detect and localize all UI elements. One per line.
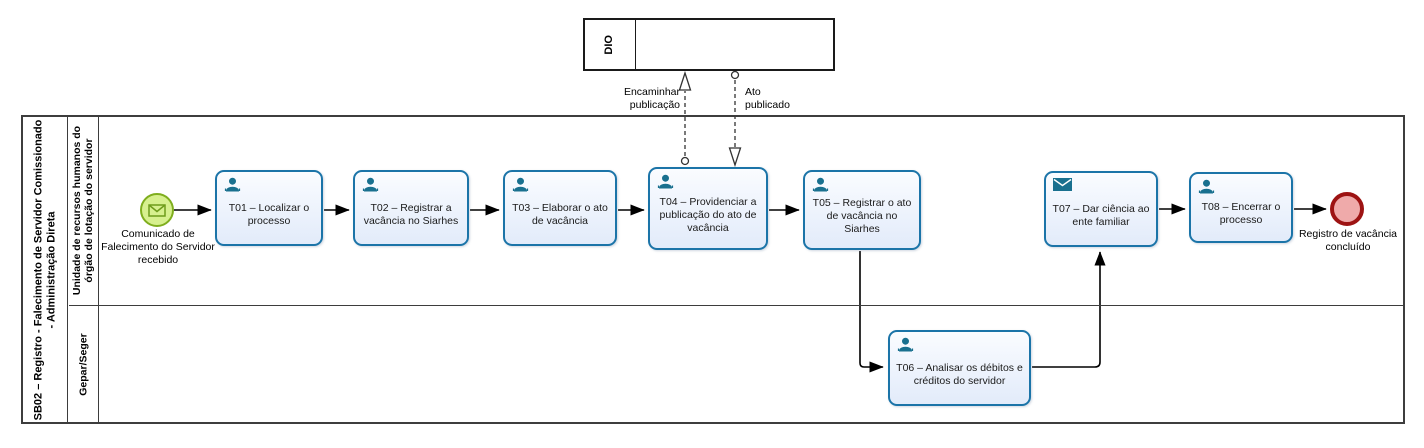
task-label: T02 – Registrar a vacância no Siarhes [363,201,459,227]
start-event-label: Comunicado de Falecimento do Servidor re… [101,228,215,266]
task-label: T08 – Encerrar o processo [1201,201,1281,226]
flow-t05-t06 [859,251,884,373]
task-t03[interactable]: T03 – Elaborar o ato de vacância [503,170,617,246]
flow-t06-t07 [1032,251,1106,368]
lane-label-rh: Unidade de recursos humanos do órgão de … [70,125,95,296]
task-t02[interactable]: T02 – Registrar a vacância no Siarhes [353,170,469,246]
message-start-icon [148,203,166,217]
send-task-icon [1053,178,1072,196]
task-t08[interactable]: T08 – Encerrar o processo [1189,172,1293,243]
task-t07[interactable]: T07 – Dar ciência ao ente familiar [1044,171,1158,247]
message-arrow-down [728,147,742,168]
task-label: T03 – Elaborar o ato de vacância [512,201,608,227]
user-task-icon [897,337,914,357]
end-event-label: Registro de vacância concluído [1298,228,1398,253]
task-label: T04 – Providenciar a publicação do ato d… [659,195,757,234]
pool: SB02 – Registro - Falecimento de Servido… [21,115,1405,424]
user-task-icon [512,177,529,197]
message-label-ato: Ato publicado [745,86,790,111]
message-origin-dot [680,156,690,166]
task-t05[interactable]: T05 – Registrar o ato de vacância no Sia… [803,170,921,250]
start-event[interactable] [140,193,174,227]
message-label-encaminhar: Encaminhar publicação [623,86,680,111]
message-origin-dot [730,70,740,80]
message-arrow-up [678,70,692,91]
task-label: T06 – Analisar os débitos e créditos do … [896,361,1023,387]
lane-divider [69,305,1403,306]
message-flows [678,70,742,168]
task-t04[interactable]: T04 – Providenciar a publicação do ato d… [648,167,768,250]
lane-label-divider [98,117,99,422]
external-entity-dio[interactable]: DIO [583,18,835,71]
lane-label-gepar: Gepar/Seger [77,333,89,396]
entity-divider [635,20,636,69]
user-task-icon [657,174,674,194]
user-task-icon [224,177,241,197]
task-t01[interactable]: T01 – Localizar o processo [215,170,323,246]
entity-label: DIO [603,35,615,55]
task-label: T01 – Localizar o processo [228,201,310,227]
task-label: T05 – Registrar o ato de vacância no Sia… [812,197,912,235]
user-task-icon [812,177,829,197]
end-event[interactable] [1330,192,1364,226]
pool-title: SB02 – Registro - Falecimento de Servido… [32,119,58,421]
task-label: T07 – Dar ciência ao ente familiar [1052,202,1150,228]
user-task-icon [1198,179,1215,199]
user-task-icon [362,177,379,197]
task-t06[interactable]: T06 – Analisar os débitos e créditos do … [888,330,1031,406]
pool-title-divider [67,117,68,422]
sequence-flows [174,203,1327,373]
